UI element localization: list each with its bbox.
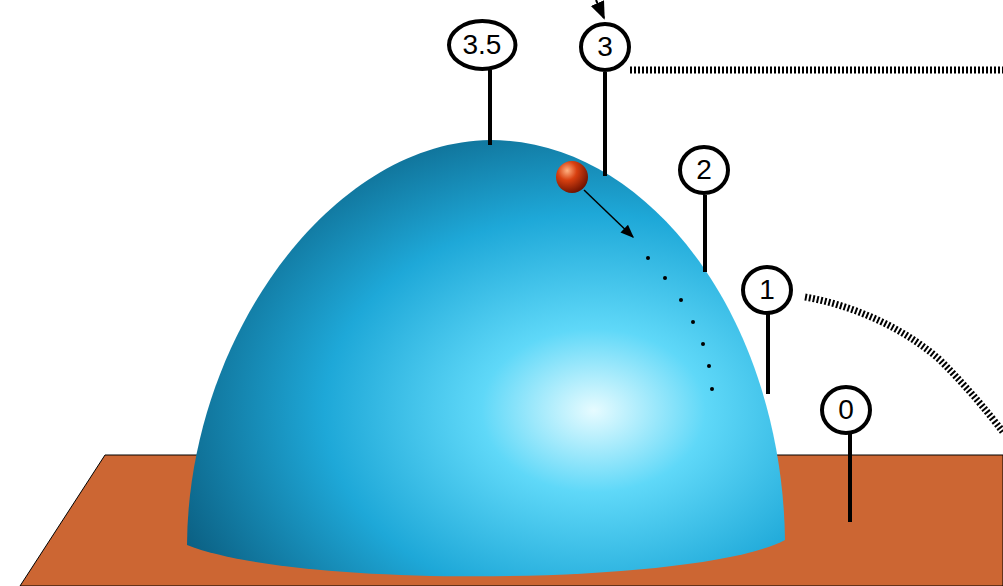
- label-oval: 1: [741, 265, 793, 315]
- label-text: 1: [759, 276, 775, 304]
- label-oval: 3.5: [447, 19, 517, 71]
- dotted-line: [630, 67, 1003, 74]
- sign-posts: [490, 70, 850, 522]
- label-text: 2: [696, 156, 712, 184]
- label-text: 3: [597, 33, 613, 61]
- dotted-curve: [805, 297, 1003, 432]
- label-text: 3.5: [463, 31, 502, 59]
- label-oval: 3: [579, 22, 631, 72]
- velocity-arrow: [584, 190, 633, 237]
- label-oval: 0: [820, 385, 872, 435]
- label-oval: 2: [678, 145, 730, 195]
- label-text: 0: [838, 396, 854, 424]
- trajectory-dots: [646, 256, 714, 391]
- oval-outline: [743, 267, 791, 313]
- oval-outline: [822, 387, 870, 433]
- oval-outline: [680, 147, 728, 193]
- oval-outline: [449, 21, 515, 69]
- ball: [556, 161, 588, 193]
- pointer-arrow: [596, 0, 604, 18]
- dome: [187, 140, 785, 576]
- oval-outline: [581, 24, 629, 70]
